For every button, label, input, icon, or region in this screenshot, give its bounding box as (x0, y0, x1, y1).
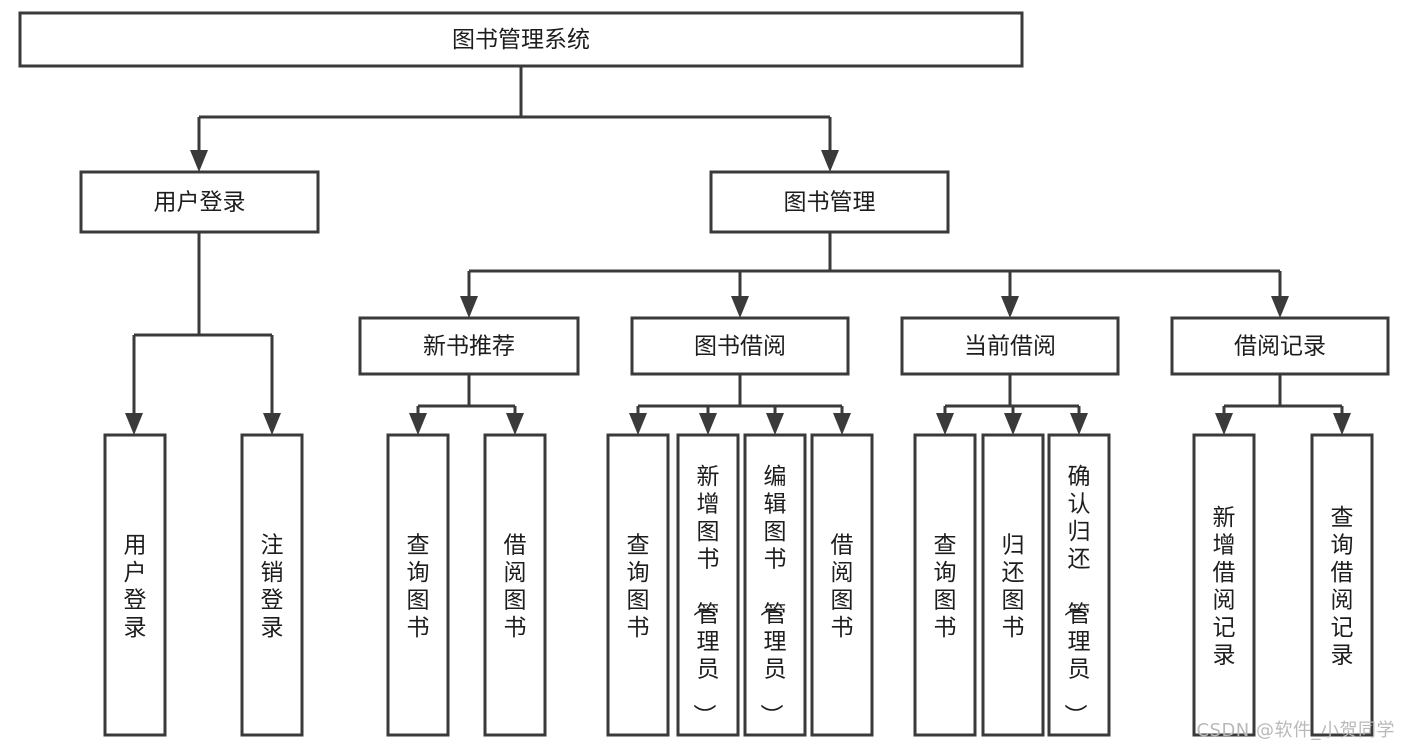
root-drop-1-arrowhead (821, 150, 839, 172)
node-label: 新书推荐 (423, 334, 515, 360)
node-label: 新增借阅记录 (1213, 505, 1236, 669)
node-leaf-10[interactable]: 确认归还（管理员） (1047, 433, 1111, 737)
node-level3-3[interactable]: 借阅记录 (1170, 316, 1390, 376)
node-label: 当前借阅 (964, 334, 1056, 360)
node-label: 归还图书 (1002, 533, 1025, 642)
node-leaf-8[interactable]: 查询图书 (913, 433, 977, 737)
node-label: 图书管理系统 (452, 27, 590, 53)
node-box[interactable] (1310, 433, 1374, 737)
g2-drop-2-arrowhead (766, 413, 784, 435)
node-leaf-9[interactable]: 归还图书 (981, 433, 1045, 737)
node-level3-1[interactable]: 图书借阅 (630, 316, 850, 376)
node-box[interactable] (676, 433, 740, 737)
g4-drop-0-arrowhead (1215, 413, 1233, 435)
g4-drop-1-arrowhead (1333, 413, 1351, 435)
g1-drop-1-arrowhead (506, 413, 524, 435)
node-leaf-3[interactable]: 借阅图书 (483, 433, 547, 737)
csdn-watermark: CSDN @软件_小贺同学 (1196, 720, 1395, 741)
node-box[interactable] (240, 433, 304, 737)
node-label: 查询图书 (934, 533, 957, 642)
g2-drop-1-arrowhead (699, 413, 717, 435)
node-label: 图书管理 (784, 190, 876, 216)
node-box[interactable] (709, 170, 950, 234)
connector-layer (125, 66, 1351, 435)
g2-drop-0-arrowhead (629, 413, 647, 435)
node-leaf-4[interactable]: 查询图书 (606, 433, 670, 737)
node-root[interactable]: 图书管理系统 (18, 11, 1024, 68)
node-label: 图书借阅 (694, 334, 786, 360)
node-label: 借阅记录 (1234, 334, 1326, 360)
node-box[interactable] (386, 433, 450, 737)
node-leaf-11[interactable]: 新增借阅记录 (1192, 433, 1256, 737)
node-label: 查询借阅记录 (1331, 505, 1354, 669)
node-level2-0[interactable]: 用户登录 (79, 170, 320, 234)
node-box[interactable] (630, 316, 850, 376)
g3-drop-0-arrowhead (936, 413, 954, 435)
node-leaf-6[interactable]: 编辑图书（管理员） (743, 433, 807, 737)
node-label: 新增图书（管理员） (691, 464, 720, 727)
node-label: 用户登录 (154, 190, 246, 216)
node-box[interactable] (606, 433, 670, 737)
node-box[interactable] (1047, 433, 1111, 737)
login-drop-1-arrowhead (263, 413, 281, 435)
node-label: 借阅图书 (504, 533, 527, 642)
node-box[interactable] (1192, 433, 1256, 737)
root-drop-0-arrowhead (190, 150, 208, 172)
manage-drop-2-arrowhead (1001, 296, 1019, 318)
node-leaf-1[interactable]: 注销登录 (240, 433, 304, 737)
g1-drop-0-arrowhead (409, 413, 427, 435)
node-leaf-5[interactable]: 新增图书（管理员） (676, 433, 740, 737)
node-label: 编辑图书（管理员） (758, 464, 787, 727)
node-leaf-7[interactable]: 借阅图书 (810, 433, 874, 737)
node-box[interactable] (1170, 316, 1390, 376)
g3-drop-2-arrowhead (1070, 413, 1088, 435)
g2-drop-3-arrowhead (833, 413, 851, 435)
node-leaf-2[interactable]: 查询图书 (386, 433, 450, 737)
node-label: 查询图书 (407, 533, 430, 642)
node-box[interactable] (900, 316, 1120, 376)
g3-drop-1-arrowhead (1004, 413, 1022, 435)
node-box[interactable] (483, 433, 547, 737)
node-label: 查询图书 (627, 533, 650, 642)
node-level3-0[interactable]: 新书推荐 (358, 316, 580, 376)
node-box[interactable] (913, 433, 977, 737)
node-level3-2[interactable]: 当前借阅 (900, 316, 1120, 376)
node-level2-1[interactable]: 图书管理 (709, 170, 950, 234)
node-leaf-0[interactable]: 用户登录 (103, 433, 167, 737)
node-box[interactable] (743, 433, 807, 737)
node-layer: 图书管理系统用户登录图书管理新书推荐图书借阅当前借阅借阅记录用户登录注销登录查询… (18, 11, 1390, 737)
node-box[interactable] (981, 433, 1045, 737)
node-box[interactable] (79, 170, 320, 234)
login-drop-0-arrowhead (125, 413, 143, 435)
node-box[interactable] (103, 433, 167, 737)
node-box[interactable] (18, 11, 1024, 68)
node-label: 借阅图书 (831, 533, 854, 642)
node-box[interactable] (358, 316, 580, 376)
manage-drop-1-arrowhead (731, 296, 749, 318)
node-label: 确认归还（管理员） (1062, 464, 1091, 727)
node-label: 用户登录 (124, 533, 147, 642)
node-box[interactable] (810, 433, 874, 737)
node-label: 注销登录 (261, 533, 284, 642)
manage-drop-3-arrowhead (1271, 296, 1289, 318)
node-leaf-12[interactable]: 查询借阅记录 (1310, 433, 1374, 737)
manage-drop-0-arrowhead (460, 296, 478, 318)
